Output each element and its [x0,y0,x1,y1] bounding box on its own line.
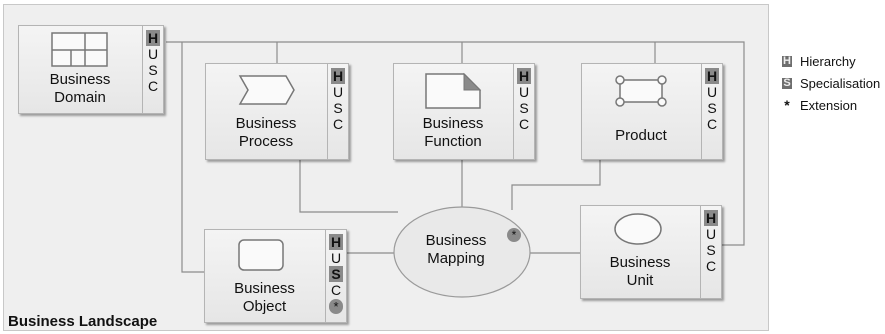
legend-text-specialisation: Specialisation [800,75,881,91]
business-function-tags: H U S C [513,64,534,159]
tag-u: U [706,84,718,100]
hierarchy-symbol: H [782,54,792,67]
tag-h: H [517,68,531,84]
business-domain-label: Business Domain [49,71,111,106]
business-mapping-extension-mark: * [507,228,521,242]
legend-row-extension: * Extension [782,94,880,116]
tag-u: U [518,84,530,100]
business-object-box: Business Object H U S C * [204,229,347,323]
tag-c: C [518,116,530,132]
tag-h: H [704,210,718,226]
product-frame-icon [615,75,667,107]
object-rectangle-icon [238,239,284,271]
business-domain-tags: H U S C [142,26,163,113]
tag-c: C [332,116,344,132]
tag-s: S [329,266,343,282]
tag-s: S [148,62,158,78]
link-process-mapping [299,160,398,213]
business-process-label: Business Process [235,115,297,150]
business-object-tags: H U S C * [325,230,346,322]
legend-text-extension: Extension [800,97,858,113]
tag-s: S [707,100,717,116]
product-tags: H U S C [701,64,722,159]
product-box: Product H U S C [581,63,723,160]
tag-u: U [330,250,342,266]
business-function-box: Business Function H U S C [393,63,535,160]
tag-c: C [330,282,342,298]
tag-h: H [146,30,160,46]
tag-c: C [706,116,718,132]
tag-c: C [705,258,717,274]
business-process-tags: H U S C [327,64,348,159]
business-unit-box: Business Unit H U S C [580,205,722,299]
business-domain-box: Business Domain H U S C [18,25,164,114]
tag-u: U [705,226,717,242]
tag-s: S [519,100,529,116]
legend: H Hierarchy S Specialisation * Extension [782,50,880,116]
business-function-label: Business Function [422,115,484,150]
tag-u: U [147,46,159,62]
extension-symbol: * [784,97,790,113]
tag-h: H [329,234,343,250]
landscape-title: Business Landscape [8,313,158,330]
tag-h: H [705,68,719,84]
business-mapping-ellipse [393,206,531,298]
specialisation-symbol: S [782,76,792,89]
process-chevron-icon [238,75,295,105]
link-product-mapping [511,160,601,210]
unit-ellipse-icon [614,213,662,245]
top-bus-line [166,41,745,246]
tag-c: C [147,78,159,94]
tag-u: U [332,84,344,100]
business-mapping-label: Business Mapping [425,232,487,267]
product-label: Product [615,127,667,144]
tag-s: S [706,242,716,258]
legend-text-hierarchy: Hierarchy [800,53,856,69]
legend-row-specialisation: S Specialisation [782,72,880,94]
link-domain-object [181,42,204,273]
business-object-label: Business Object [234,280,295,315]
business-unit-label: Business Unit [609,254,671,289]
tag-h: H [331,68,345,84]
business-process-box: Business Process H U S C [205,63,349,160]
tag-s: S [333,100,343,116]
layout-grid-icon [51,32,108,67]
legend-row-hierarchy: H Hierarchy [782,50,880,72]
business-unit-tags: H U S C [700,206,721,298]
document-icon [425,72,482,109]
extension-mark: * [329,299,343,314]
